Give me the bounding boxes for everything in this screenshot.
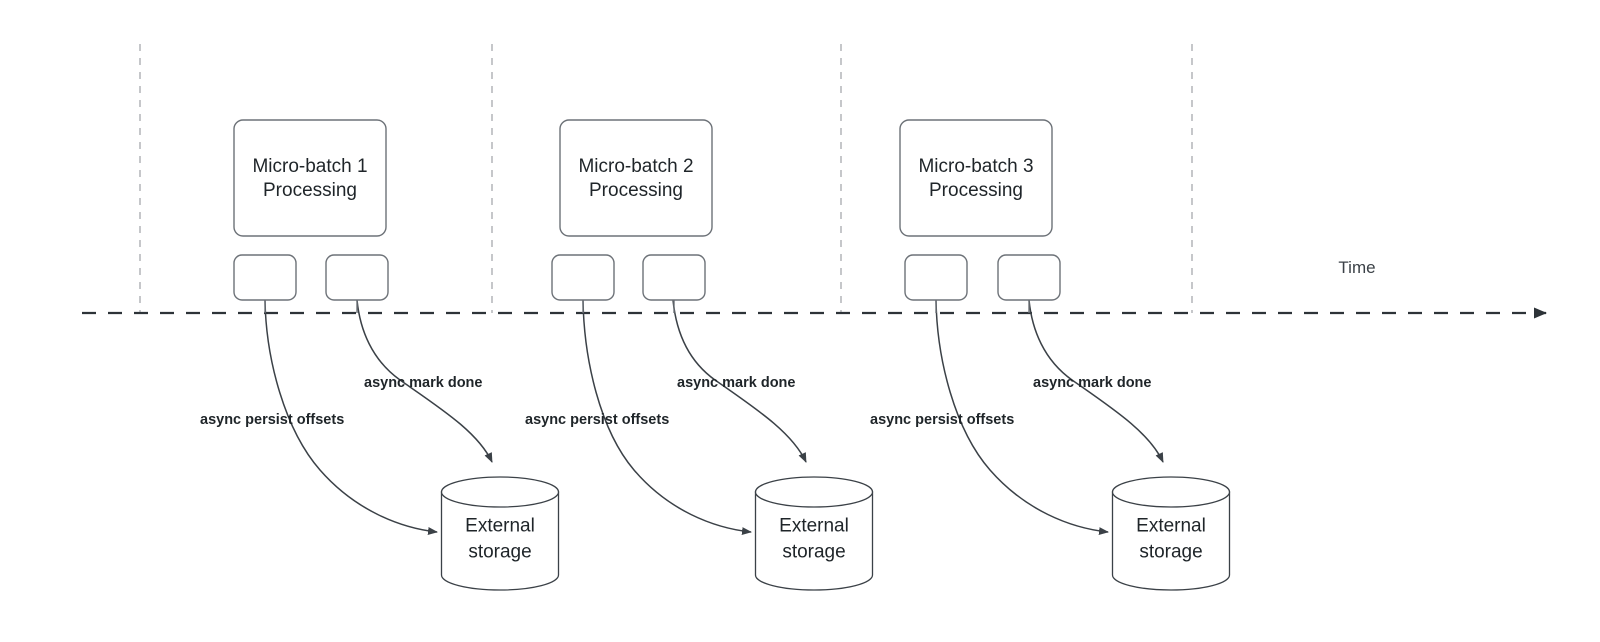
- edge-mark-done-3: [1028, 299, 1164, 463]
- task-box-task-2a[interactable]: [551, 254, 615, 301]
- edge-mark-done-1: [356, 299, 493, 463]
- micro-batch-box[interactable]: [899, 119, 1053, 237]
- storage-cylinder-top: [440, 476, 560, 508]
- storage-cylinder-body[interactable]: [754, 491, 874, 591]
- storage-cylinder-body[interactable]: [440, 491, 560, 591]
- time-axis: Time: [82, 258, 1547, 319]
- period-separators: [139, 44, 1193, 313]
- micro-batch-subtitle: Processing: [589, 180, 683, 201]
- micro-batch-subtitle: Processing: [929, 180, 1023, 201]
- storage-label-line2: storage: [782, 542, 845, 563]
- edge-label-mark-done-2: async mark done: [677, 375, 795, 391]
- micro-batch-title: Micro-batch 3: [918, 156, 1033, 177]
- micro-batch-box[interactable]: [559, 119, 713, 237]
- edge-label-mark-done-3: async mark done: [1033, 375, 1151, 391]
- storage-label-line1: External: [779, 516, 849, 537]
- edge-label-persist-offsets-3: async persist offsets: [870, 412, 1014, 428]
- edge-mark-done-2: [672, 299, 807, 463]
- edge-persist-offsets-1: [264, 299, 438, 536]
- storage-label-line2: storage: [1139, 542, 1202, 563]
- task-box-task-2b[interactable]: [642, 254, 706, 301]
- storage-cylinder-top: [1111, 476, 1231, 508]
- storage-label-line1: External: [1136, 516, 1206, 537]
- edge-persist-offsets-2: [582, 299, 752, 536]
- edge-label-persist-offsets-1: async persist offsets: [200, 412, 344, 428]
- storage-cylinder-body[interactable]: [1111, 491, 1231, 591]
- edge-persist-offsets-3: [935, 299, 1109, 536]
- task-box-task-1a[interactable]: [233, 254, 297, 301]
- task-box-task-3a[interactable]: [904, 254, 968, 301]
- storage-cylinder-top: [754, 476, 874, 508]
- time-axis-label: Time: [1338, 258, 1375, 277]
- storage-label-line1: External: [465, 516, 535, 537]
- micro-batch-box[interactable]: [233, 119, 387, 237]
- storage-label-line2: storage: [468, 542, 531, 563]
- task-box-task-3b[interactable]: [997, 254, 1061, 301]
- micro-batch-title: Micro-batch 2: [578, 156, 693, 177]
- micro-batch-title: Micro-batch 1: [252, 156, 367, 177]
- edge-label-mark-done-1: async mark done: [364, 375, 482, 391]
- micro-batch-subtitle: Processing: [263, 180, 357, 201]
- task-box-task-1b[interactable]: [325, 254, 389, 301]
- edge-label-persist-offsets-2: async persist offsets: [525, 412, 669, 428]
